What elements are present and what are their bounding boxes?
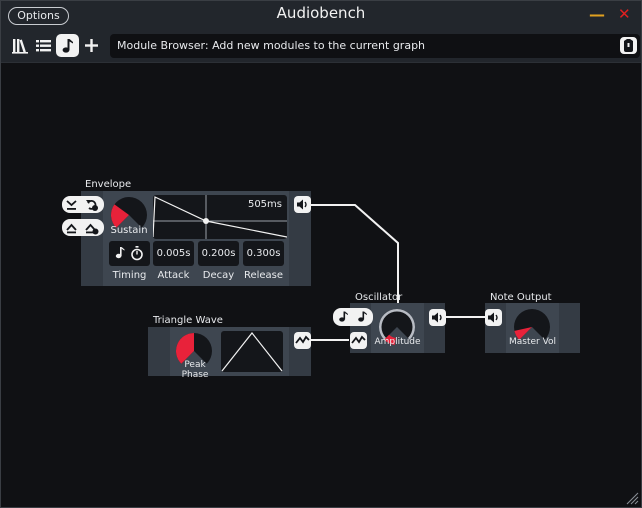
envelope-gate-inputs[interactable]	[62, 219, 104, 236]
waveform-icon	[295, 335, 310, 344]
master-volume-label: Master Vol	[508, 337, 557, 347]
graph-canvas[interactable]: Envelope Sustain 505ms	[1, 63, 641, 507]
timing-label: Timing	[112, 270, 147, 281]
resize-grip-icon[interactable]	[625, 491, 639, 505]
gate-trigger-icon[interactable]	[84, 220, 99, 235]
speaker-icon	[432, 312, 442, 323]
master-volume-knob[interactable]	[512, 306, 552, 346]
speaker-icon	[297, 199, 307, 210]
sustain-label: Sustain	[110, 225, 148, 236]
note-icon	[62, 39, 73, 53]
release-trigger-icon[interactable]	[64, 197, 79, 212]
decay-value[interactable]: 0.200s	[198, 241, 239, 266]
gate-icon[interactable]	[64, 220, 79, 235]
close-icon[interactable]: ✕	[618, 5, 631, 23]
note-icon[interactable]	[355, 309, 370, 324]
reset-trigger-icon[interactable]	[84, 197, 99, 212]
speaker-icon	[488, 312, 498, 323]
envelope-trigger-inputs[interactable]	[62, 196, 104, 213]
envelope-title: Envelope	[85, 179, 132, 190]
timer-icon	[131, 246, 143, 261]
triangle-wave-module[interactable]: Peak Phase	[148, 327, 311, 380]
plus-icon	[85, 39, 98, 52]
triangle-output-jack[interactable]	[294, 332, 311, 349]
hint-bar: Module Browser: Add new modules to the c…	[110, 34, 640, 58]
title-bar: Options Audiobench — ✕	[1, 1, 641, 30]
waveform-icon	[351, 335, 366, 344]
decay-label: Decay	[202, 270, 235, 281]
envelope-time-readout: 505ms	[247, 199, 282, 210]
window-title: Audiobench	[276, 4, 366, 22]
attack-label: Attack	[157, 270, 190, 281]
timing-control[interactable]	[109, 241, 150, 266]
list-tool-button[interactable]	[32, 34, 55, 57]
envelope-output-jack[interactable]	[294, 196, 311, 213]
sustain-knob[interactable]	[109, 194, 149, 234]
oscillator-waveform-input[interactable]	[350, 332, 367, 349]
options-button[interactable]: Options	[8, 7, 69, 25]
waveform-display	[221, 331, 283, 372]
wire-envelope-to-oscillator	[311, 204, 399, 303]
release-label: Release	[243, 270, 284, 281]
note-output-input-jack[interactable]	[485, 309, 502, 326]
amplitude-knob[interactable]	[377, 306, 417, 346]
hint-text: Module Browser: Add new modules to the c…	[117, 39, 426, 52]
amplitude-label: Amplitude	[374, 337, 421, 347]
oscillator-title: Oscillator	[355, 292, 403, 303]
oscillator-pitch-inputs[interactable]	[333, 308, 373, 326]
note-icon[interactable]	[336, 309, 351, 324]
peak-phase-knob[interactable]	[174, 330, 214, 370]
library-icon	[12, 39, 28, 54]
note-output-title: Note Output	[490, 292, 552, 303]
note-tool-button[interactable]	[56, 34, 79, 57]
attack-value[interactable]: 0.005s	[153, 241, 194, 266]
triangle-title: Triangle Wave	[153, 315, 223, 326]
envelope-graph: 505ms	[152, 195, 288, 239]
peak-phase-label: Peak Phase	[181, 360, 209, 380]
wire-layer	[311, 204, 485, 341]
minimize-icon[interactable]: —	[589, 5, 605, 24]
library-tool-button[interactable]	[9, 34, 32, 57]
note-icon	[115, 247, 125, 259]
release-value[interactable]: 0.300s	[243, 241, 284, 266]
patch-icon[interactable]	[620, 37, 637, 54]
list-icon	[36, 40, 51, 52]
add-tool-button[interactable]	[80, 34, 103, 57]
oscillator-output-jack[interactable]	[429, 309, 446, 326]
envelope-module[interactable]: Sustain 505ms	[81, 191, 311, 286]
